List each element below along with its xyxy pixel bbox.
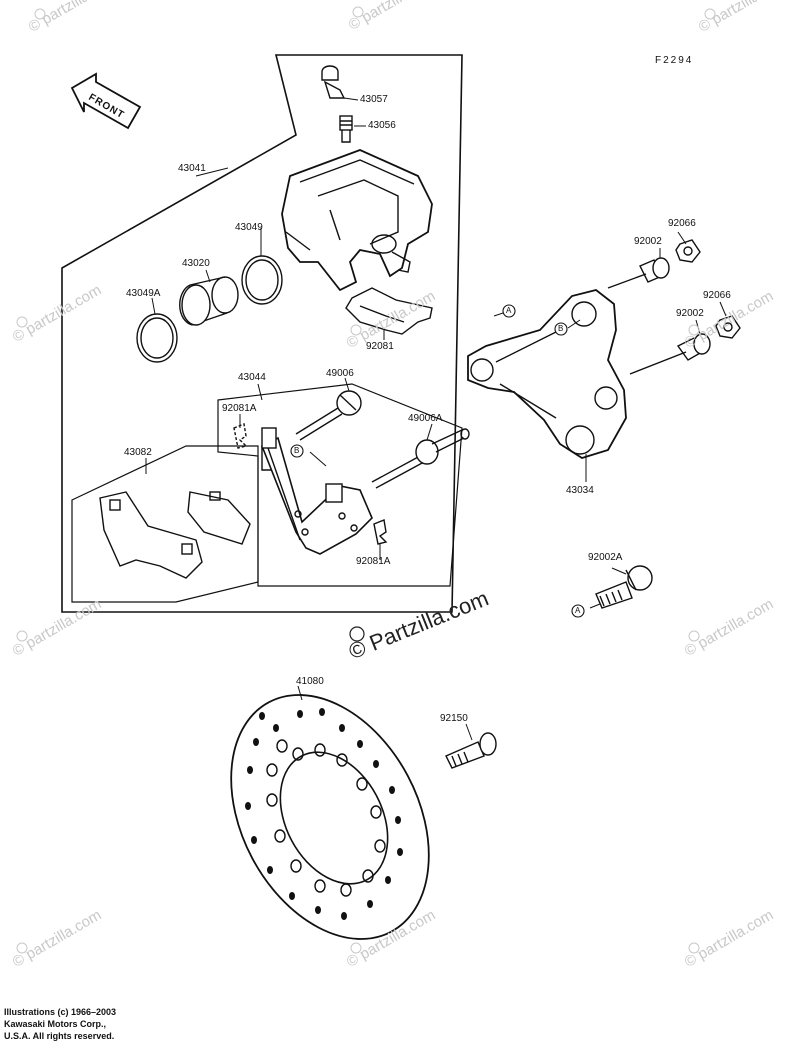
part-label-43041: 43041 [178, 163, 206, 174]
part-label-92002-top: 92002 [634, 236, 662, 247]
bracket-bolt-right-icon [629, 333, 711, 375]
lock-nut-right-icon [715, 315, 741, 339]
brake-pad-icon [99, 491, 251, 579]
disc-bolt-icon [445, 732, 497, 769]
slide-pin-a-icon [371, 428, 470, 489]
ref-marker-a-1 [502, 304, 516, 318]
ref-marker-b-1-label: B [558, 324, 564, 333]
ref-marker-a-1-label: A [506, 306, 512, 315]
ref-markers [290, 304, 585, 618]
brake-pad-boundary [71, 445, 259, 603]
caliper-body-icon [281, 149, 433, 292]
part-label-43082: 43082 [124, 447, 152, 458]
brake-disc-icon [230, 694, 430, 940]
part-label-49006a: 49006A [408, 413, 443, 424]
part-label-43049: 43049 [235, 222, 263, 233]
part-label-92081a-top: 92081A [222, 403, 257, 414]
part-label-92081a-bottom: 92081A [356, 556, 391, 567]
bleeder-cap-icon [321, 65, 346, 99]
part-label-92150: 92150 [440, 713, 468, 724]
piston-seal-icon [241, 255, 283, 305]
part-label-43020: 43020 [182, 258, 210, 269]
part-label-41080: 41080 [296, 676, 324, 687]
ref-marker-b-1 [554, 322, 568, 336]
watermark-marks [16, 6, 716, 954]
front-arrow-icon [70, 72, 142, 130]
part-label-43056: 43056 [368, 120, 396, 131]
part-label-92066-top: 92066 [668, 218, 696, 229]
leader-lines [145, 97, 727, 741]
copyright-line-2: Kawasaki Motors Corp., [4, 1019, 107, 1029]
copyright-notice: Illustrations (c) 1966–2003 Kawasaki Mot… [4, 1006, 164, 1042]
caliper-bracket-icon [467, 289, 627, 459]
part-label-43034: 43034 [566, 485, 594, 496]
lock-nut-icon [675, 239, 701, 263]
part-label-92066-right: 92066 [703, 290, 731, 301]
ref-marker-a-2-label: A [575, 606, 581, 615]
part-label-92002-right: 92002 [676, 308, 704, 319]
copyright-line-3: U.S.A. All rights reserved. [4, 1031, 115, 1041]
brand-copyright-mark [349, 626, 365, 642]
ref-marker-a-2 [571, 604, 585, 618]
pad-clip-icon [233, 423, 248, 449]
pad-spring-clip-icon [345, 287, 433, 335]
bleeder-valve-icon [339, 115, 353, 143]
caliper-holder-icon [260, 427, 373, 555]
ref-marker-b-2-label: B [294, 446, 300, 455]
holder-assembly-boundary [217, 383, 463, 587]
bracket-bolt-icon [607, 257, 670, 289]
part-label-43049a: 43049A [126, 288, 161, 299]
part-label-92002a: 92002A [588, 552, 623, 563]
ref-marker-b-2 [290, 444, 304, 458]
figure-code: F2294 [655, 55, 694, 66]
caliper-assembly-boundary [61, 54, 463, 613]
part-label-92081: 92081 [366, 341, 394, 352]
part-label-43044: 43044 [238, 372, 266, 383]
piston-icon [179, 276, 239, 326]
dust-seal-icon [136, 313, 178, 363]
copyright-line-1: Illustrations (c) 1966–2003 [4, 1007, 117, 1017]
caliper-mount-bolt-icon [595, 565, 653, 609]
slide-pin-icon [295, 390, 362, 441]
part-label-43057: 43057 [360, 94, 388, 105]
part-label-49006: 49006 [326, 368, 354, 379]
pad-clip-a-icon [373, 519, 388, 545]
